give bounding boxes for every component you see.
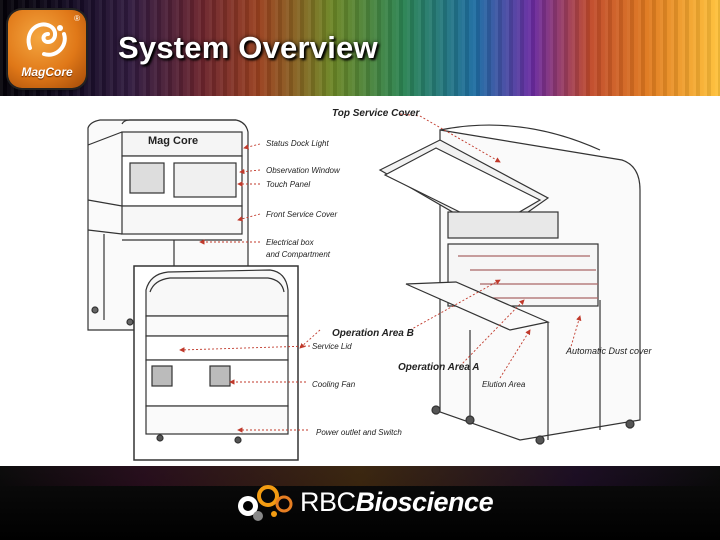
right-instrument [378,124,641,445]
label-and-compartment: and Compartment [266,250,331,259]
rbc-brand-text: RBCBioscience [300,487,494,518]
label-power-outlet: Power outlet and Switch [316,428,402,437]
callout-arrows [179,113,582,433]
page-title: System Overview [118,30,378,65]
brand-bold: Bioscience [355,487,494,517]
label-service-lid: Service Lid [312,342,352,351]
label-front-service-cover: Front Service Cover [266,210,338,219]
instrument-diagram: Mag Core [87,113,641,461]
machine-label: Mag Core [148,135,198,147]
label-automatic-dust-cover: Automatic Dust cover [566,346,652,356]
label-operation-area-a: Operation Area A [398,362,480,373]
label-elution-area: Elution Area [482,380,526,389]
label-status-dock-light: Status Dock Light [266,139,329,148]
brand-regular: RBC [300,487,356,517]
label-operation-area-b: Operation Area B [332,328,414,339]
inset-instrument [145,269,289,444]
label-touch-panel: Touch Panel [266,180,311,189]
footer-bar [0,466,720,540]
magcore-logo: ® MagCore [8,10,86,88]
magcore-swirl-icon [26,22,67,57]
label-electrical-box: Electrical box [266,238,314,247]
label-cooling-fan: Cooling Fan [312,380,356,389]
label-observation-window: Observation Window [266,166,340,175]
content-area: Mag Core [0,96,720,466]
header-banner [0,0,720,96]
logo-registered-mark: ® [74,14,80,23]
logo-text: MagCore [21,65,73,79]
label-top-service-cover: Top Service Cover [332,108,420,119]
rbc-molecule-icon [238,485,293,521]
left-instrument [87,119,249,331]
rbc-bioscience-logo: RBCBioscience [234,482,504,522]
